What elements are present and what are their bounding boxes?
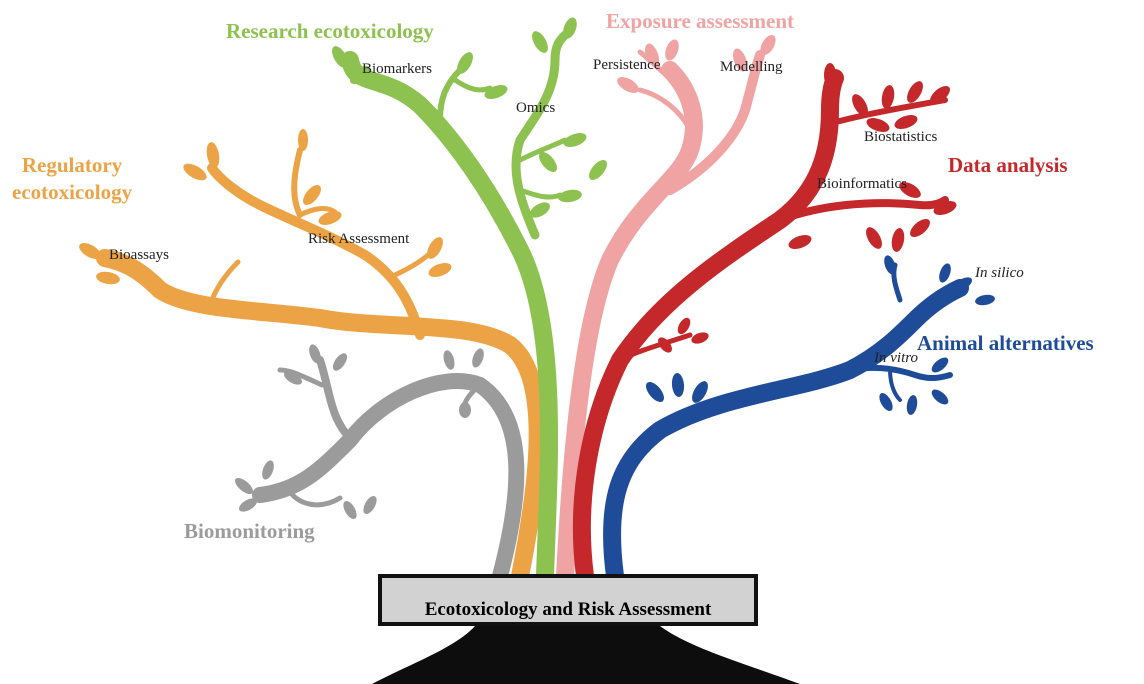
- category-research-ecotoxicology: Research ecotoxicology: [226, 19, 434, 43]
- label-biomarkers: Biomarkers: [362, 61, 432, 77]
- exposure-leaves: [617, 35, 776, 93]
- label-omics: Omics: [516, 100, 556, 116]
- category-biomonitoring: Biomonitoring: [184, 519, 315, 543]
- base-label: Ecotoxicology and Risk Assessment: [424, 599, 712, 620]
- exposure-branch: [556, 49, 765, 585]
- label-bioassays: Bioassays: [109, 247, 169, 263]
- label-modelling: Modelling: [720, 59, 783, 75]
- category-regulatory-ecotoxicology: Regulatory ecotoxicology: [12, 152, 132, 206]
- category-exposure-assessment: Exposure assessment: [606, 9, 795, 33]
- alternatives-leaves: [646, 255, 995, 415]
- data-branch: [572, 69, 949, 585]
- label-risk-assessment: Risk Assessment: [308, 231, 410, 247]
- regulatory-leaves: [79, 129, 452, 285]
- label-bioinformatics: Bioinformatics: [817, 176, 907, 192]
- category-data-analysis: Data analysis: [948, 153, 1068, 177]
- label-biostatistics: Biostatistics: [864, 129, 938, 145]
- category-regulatory-line1: Regulatory: [21, 153, 123, 177]
- tree-roots: [372, 626, 800, 684]
- biomonitoring-leaves: [234, 344, 484, 520]
- alternatives-branch: [603, 262, 969, 585]
- base-box: Ecotoxicology and Risk Assessment: [378, 574, 758, 626]
- label-persistence: Persistence: [593, 57, 661, 73]
- category-animal-alternatives: Animal alternatives: [917, 331, 1094, 355]
- research-branch: [341, 30, 570, 585]
- regulatory-branch: [96, 147, 547, 585]
- label-in-vitro: In vitro: [874, 350, 919, 366]
- data-leaves: [658, 63, 957, 353]
- category-regulatory-line2: ecotoxicology: [12, 180, 133, 204]
- research-leaves: [332, 17, 607, 218]
- label-in-silico: In silico: [975, 265, 1024, 281]
